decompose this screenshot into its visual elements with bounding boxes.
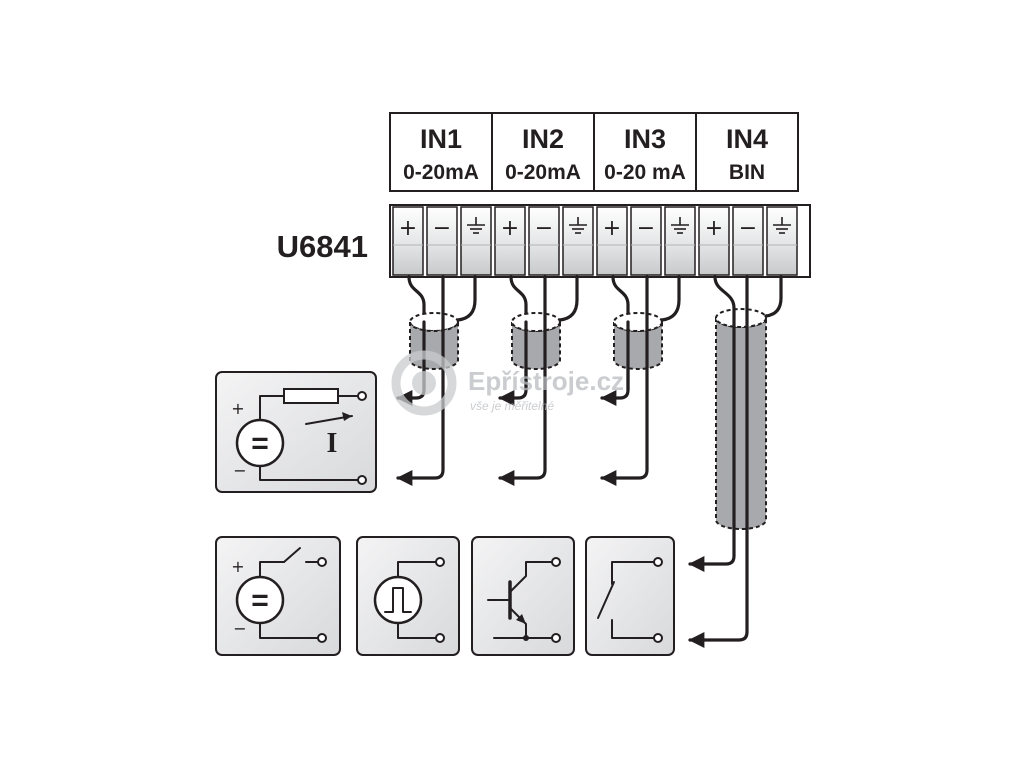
terminal-in1-plus: +: [392, 206, 424, 276]
in2-type: 0-20mA: [505, 161, 581, 184]
in2-name: IN2: [522, 124, 564, 154]
terminal-plus-symbol: +: [603, 216, 621, 241]
in4-type: BIN: [729, 161, 765, 184]
terminal-minus-symbol: −: [535, 216, 553, 241]
terminal-plus-symbol: +: [501, 216, 519, 241]
terminal-in3-plus: +: [596, 206, 628, 276]
ground-icon: [671, 217, 689, 234]
terminal-in3-ground: [664, 206, 696, 276]
ground-icon: [569, 217, 587, 234]
in3-name: IN3: [624, 124, 666, 154]
terminal-in1-ground: [460, 206, 492, 276]
in4-name: IN4: [726, 124, 768, 154]
in4-wiring: [688, 275, 783, 648]
terminal-in4-ground: [766, 206, 798, 276]
wiring: [396, 275, 783, 648]
in2-wiring: [498, 275, 579, 486]
terminal-block: +−+−+−+−: [389, 204, 811, 278]
terminal-in4-minus: −: [732, 206, 764, 276]
resistor-icon: [283, 388, 339, 404]
watermark-logo-icon: [391, 350, 457, 416]
switch-icon: [283, 547, 301, 563]
switch-source-eq: =: [251, 584, 269, 617]
switch-source-minus: −: [233, 619, 246, 638]
in1-type: 0-20mA: [403, 161, 479, 184]
watermark-tagline: vše je měřitelné: [470, 399, 554, 413]
transistor-box: [471, 536, 575, 656]
in4-shield: [715, 317, 767, 530]
watermark-brand: Epřístroje.cz: [468, 366, 624, 396]
terminal-minus-symbol: −: [433, 216, 451, 241]
terminal-plus-symbol: +: [399, 216, 417, 241]
terminal-in2-ground: [562, 206, 594, 276]
source-eq: =: [251, 427, 269, 460]
pulse-source-box: [356, 536, 460, 656]
in3-type: 0-20 mA: [604, 161, 686, 184]
watermark: Epřístroje.cz vše je měřitelné: [391, 350, 624, 416]
ground-icon: [773, 217, 791, 234]
terminal-minus-symbol: −: [637, 216, 655, 241]
terminal-in3-minus: −: [630, 206, 662, 276]
current-source-box: = + − I: [215, 371, 377, 493]
in1-name: IN1: [420, 124, 462, 154]
terminal-in4-plus: +: [698, 206, 730, 276]
source-minus: −: [233, 461, 246, 480]
input-header: IN1 0-20mA IN2 0-20mA IN3 0-20 mA IN4 BI…: [389, 112, 799, 192]
relay-contact-icon: [597, 581, 615, 619]
terminal-in1-minus: −: [426, 206, 458, 276]
relay-contact-box: [585, 536, 675, 656]
switch-source-plus: +: [231, 557, 244, 576]
switch-source-box: = + −: [215, 536, 341, 656]
terminal-minus-symbol: −: [739, 216, 757, 241]
terminal-in2-minus: −: [528, 206, 560, 276]
current-label: I: [327, 428, 338, 459]
terminal-plus-symbol: +: [705, 216, 723, 241]
in3-wiring: [600, 275, 681, 486]
terminal-in2-plus: +: [494, 206, 526, 276]
model-label: U6841: [277, 229, 368, 264]
pulse-generator-icon: [373, 575, 423, 625]
ground-icon: [467, 217, 485, 234]
source-plus: +: [231, 399, 244, 418]
dc-source-icon: [235, 418, 285, 468]
in1-wiring: [396, 275, 477, 486]
